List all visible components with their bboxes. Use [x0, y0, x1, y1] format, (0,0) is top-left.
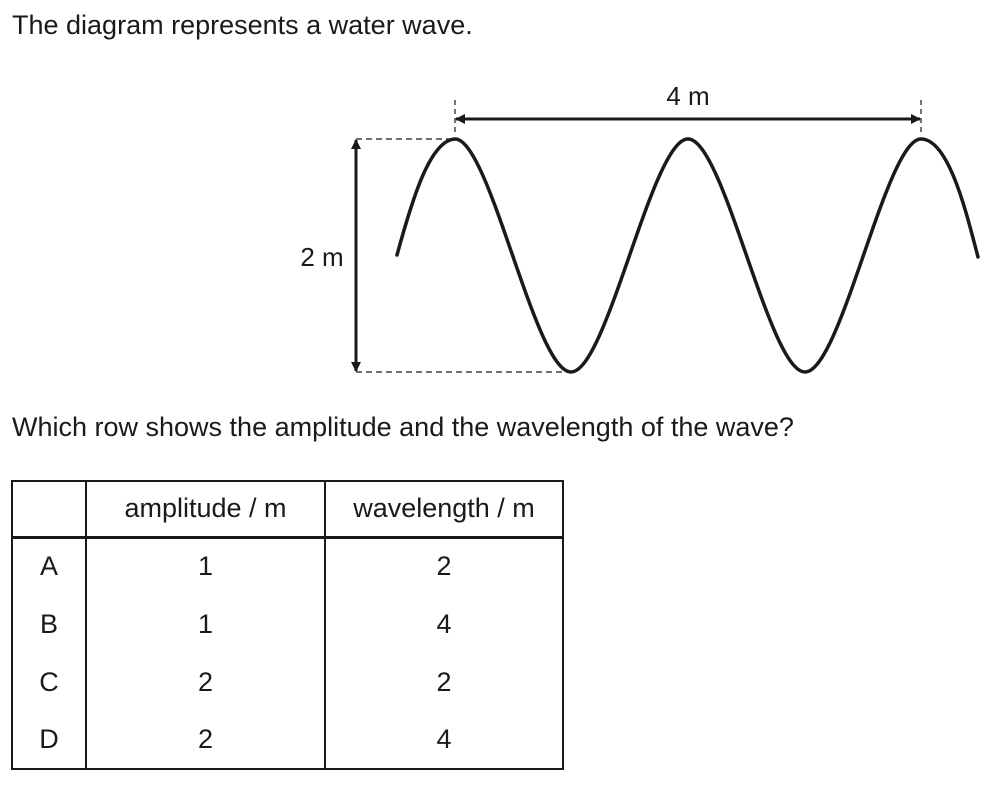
wavelength-cell: 2	[324, 653, 564, 711]
table-row[interactable]: A 1 2	[11, 537, 564, 595]
table-row[interactable]: C 2 2	[11, 653, 564, 711]
amplitude-cell: 2	[85, 653, 326, 711]
wavelength-cell: 4	[324, 595, 564, 653]
wave-curve	[395, 137, 980, 374]
header-amplitude: amplitude / m	[85, 480, 326, 539]
amplitude-cell: 2	[85, 711, 326, 770]
header-key	[11, 480, 87, 539]
table-row[interactable]: B 1 4	[11, 595, 564, 653]
answer-table: amplitude / m wavelength / m A 1 2 B 1 4…	[11, 480, 564, 770]
wavelength-cell: 2	[324, 537, 564, 595]
wavelength-cell: 4	[324, 711, 564, 770]
wavelength-label: 4 m	[666, 81, 709, 111]
intro-text: The diagram represents a water wave.	[12, 10, 473, 40]
height-label: 2 m	[300, 242, 343, 272]
row-key: B	[11, 595, 87, 653]
row-key: A	[11, 537, 87, 595]
table-header-row: amplitude / m wavelength / m	[11, 480, 564, 539]
question-text: Which row shows the amplitude and the wa…	[12, 412, 794, 442]
water-wave-diagram: 4 m 2 m	[300, 81, 980, 374]
amplitude-cell: 1	[85, 595, 326, 653]
table-row[interactable]: D 2 4	[11, 711, 564, 770]
amplitude-cell: 1	[85, 537, 326, 595]
row-key: D	[11, 711, 87, 770]
row-key: C	[11, 653, 87, 711]
header-wavelength: wavelength / m	[324, 480, 564, 539]
